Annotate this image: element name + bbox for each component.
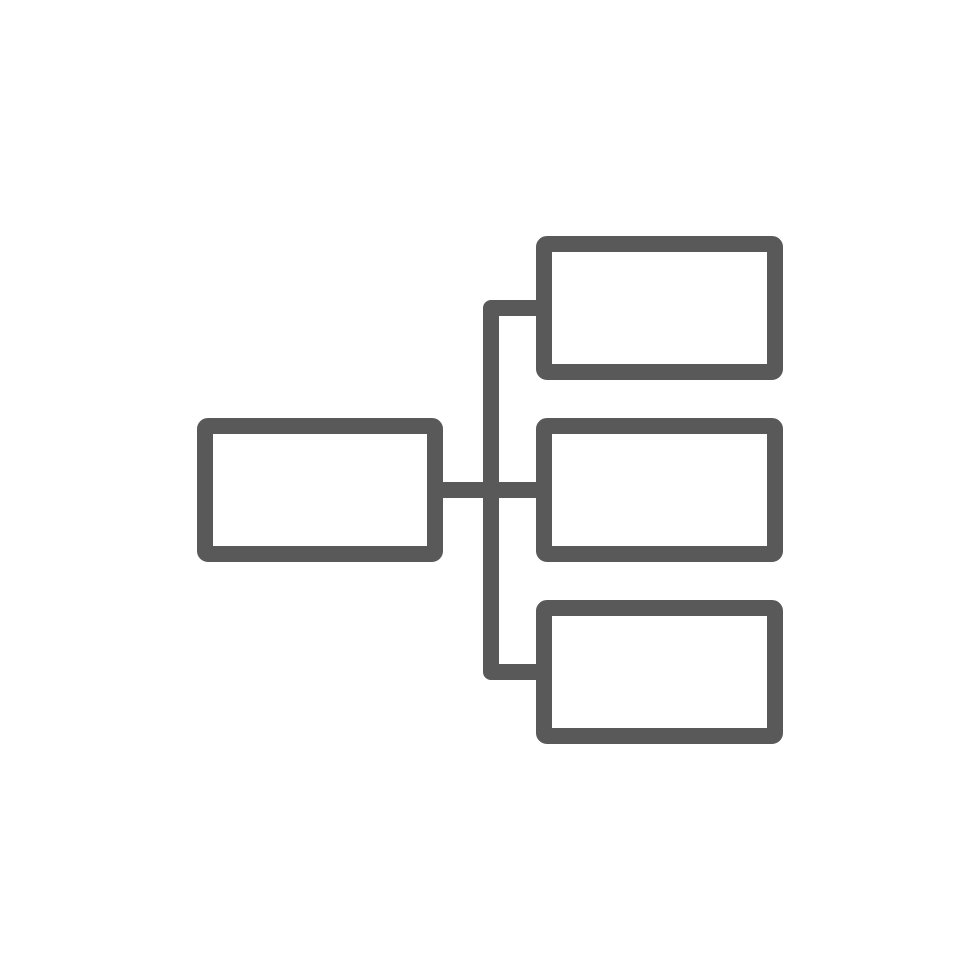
connector-group xyxy=(427,300,552,680)
connector-to-child-top xyxy=(483,300,552,498)
connector-to-child-bottom xyxy=(483,482,552,680)
node-group xyxy=(197,236,783,744)
child-node-box-middle xyxy=(536,418,783,562)
parent-node-box xyxy=(197,418,443,562)
child-node-box-bottom xyxy=(536,600,783,744)
child-node-box-top xyxy=(536,236,783,380)
